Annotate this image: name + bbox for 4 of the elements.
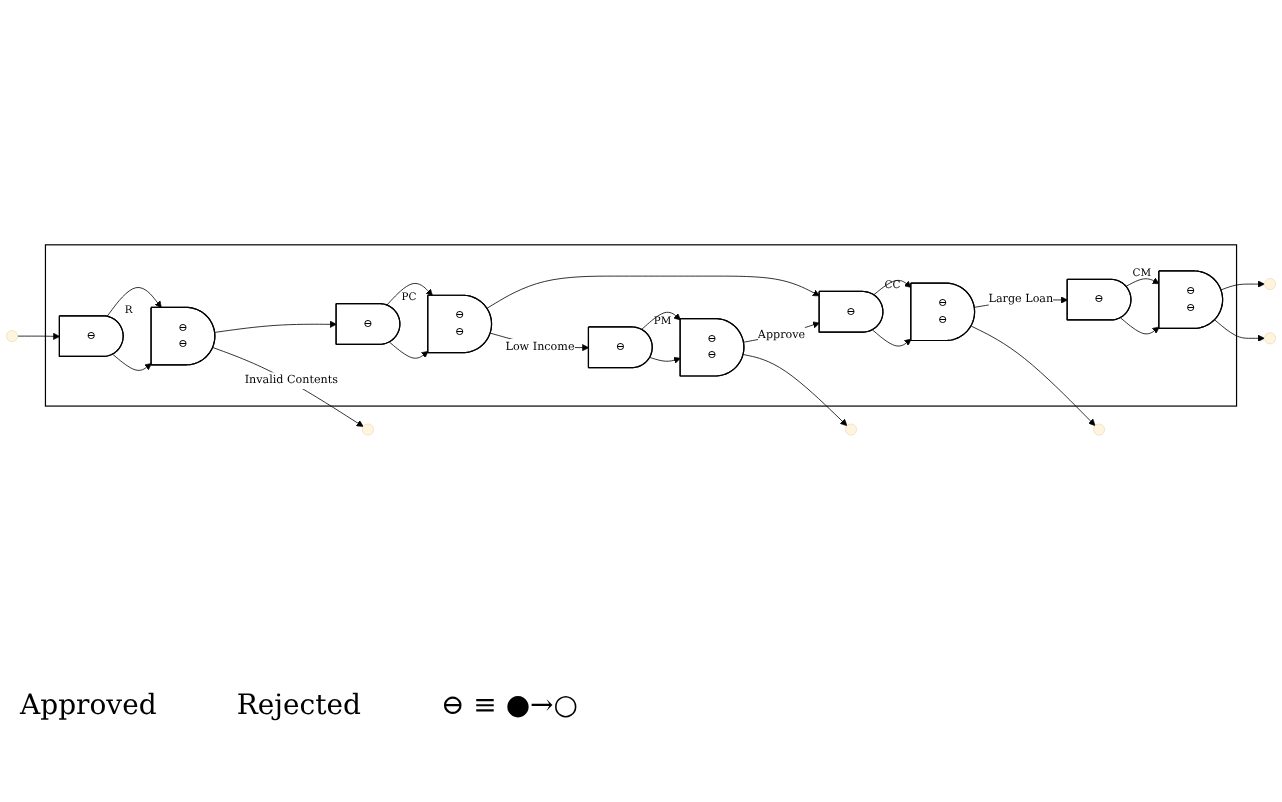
cluster <box>44 244 1238 407</box>
note-label: Rejected <box>236 690 361 722</box>
note-label: ⊖ ≡ ●→○ <box>440 690 579 722</box>
note-label: Approved <box>20 690 157 722</box>
